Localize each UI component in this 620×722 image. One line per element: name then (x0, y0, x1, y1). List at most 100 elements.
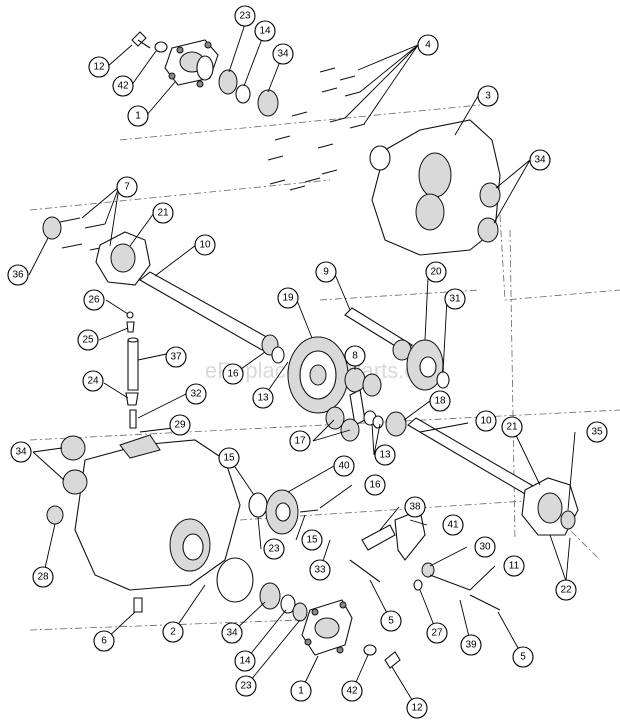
callout-34[interactable]: 34 (529, 149, 551, 171)
callout-5[interactable]: 5 (380, 610, 402, 632)
callout-27[interactable]: 27 (426, 622, 448, 644)
callout-15[interactable]: 15 (301, 529, 323, 551)
svg-text:42: 42 (117, 81, 129, 92)
callout-16[interactable]: 16 (364, 474, 386, 496)
callout-14[interactable]: 14 (234, 650, 256, 672)
callout-5[interactable]: 5 (512, 646, 534, 668)
callout-24[interactable]: 24 (82, 370, 104, 392)
callout-35[interactable]: 35 (586, 421, 608, 443)
callout-31[interactable]: 31 (444, 288, 466, 310)
callout-42[interactable]: 42 (341, 680, 363, 702)
callout-8[interactable]: 8 (344, 345, 366, 367)
callout-3[interactable]: 3 (477, 85, 499, 107)
shaft-15 (299, 509, 319, 513)
callout-1[interactable]: 1 (127, 105, 149, 127)
callout-1[interactable]: 1 (290, 680, 312, 702)
svg-text:9: 9 (323, 267, 329, 278)
callout-37[interactable]: 37 (165, 346, 187, 368)
svg-text:16: 16 (369, 480, 381, 491)
svg-text:17: 17 (294, 436, 306, 447)
callout-34[interactable]: 34 (10, 441, 32, 463)
callout-34[interactable]: 34 (221, 622, 243, 644)
callout-32[interactable]: 32 (185, 383, 207, 405)
callout-23[interactable]: 23 (263, 538, 285, 560)
svg-text:4: 4 (425, 40, 431, 51)
callout-29[interactable]: 29 (169, 414, 191, 436)
callout-34[interactable]: 34 (272, 43, 294, 65)
drain-plug-6 (133, 597, 143, 613)
callout-21[interactable]: 21 (152, 202, 174, 224)
callout-9[interactable]: 9 (315, 261, 337, 283)
callout-30[interactable]: 30 (474, 536, 496, 558)
leader-lines (28, 23, 576, 709)
plug-28 (46, 505, 64, 525)
callout-7[interactable]: 7 (116, 176, 138, 198)
callout-42[interactable]: 42 (112, 75, 134, 97)
svg-text:5: 5 (520, 652, 526, 663)
seal-lower (292, 602, 308, 622)
bearing-right-lower (477, 217, 499, 243)
callout-28[interactable]: 28 (32, 566, 54, 588)
callout-14[interactable]: 14 (254, 20, 276, 42)
callout-21[interactable]: 21 (501, 416, 523, 438)
spider-gears (325, 367, 407, 442)
callout-19[interactable]: 19 (277, 287, 299, 309)
svg-text:42: 42 (346, 686, 358, 697)
callout-11[interactable]: 11 (503, 555, 525, 577)
svg-text:3: 3 (485, 91, 491, 102)
callout-41[interactable]: 41 (442, 514, 464, 536)
svg-text:25: 25 (82, 335, 94, 346)
callout-12[interactable]: 12 (88, 56, 110, 78)
callout-20[interactable]: 20 (425, 261, 447, 283)
callout-22[interactable]: 22 (555, 579, 577, 601)
bolt-set (267, 67, 366, 191)
callout-25[interactable]: 25 (77, 329, 99, 351)
svg-text:23: 23 (239, 11, 251, 22)
svg-text:22: 22 (560, 585, 572, 596)
callout-13[interactable]: 13 (252, 387, 274, 409)
seal-top (218, 69, 238, 95)
svg-text:1: 1 (298, 686, 304, 697)
callout-17[interactable]: 17 (289, 430, 311, 452)
callout-16[interactable]: 16 (222, 363, 244, 385)
callout-4[interactable]: 4 (417, 34, 439, 56)
callout-12[interactable]: 12 (406, 697, 428, 719)
callout-23[interactable]: 23 (235, 675, 257, 697)
callout-26[interactable]: 26 (83, 289, 105, 311)
svg-text:8: 8 (352, 351, 358, 362)
svg-text:38: 38 (409, 502, 421, 513)
washer-31 (436, 371, 450, 389)
differential-case-left (95, 231, 151, 286)
axle-shaft-upper (139, 271, 285, 364)
shift-pin-stack (125, 311, 139, 429)
callout-23[interactable]: 23 (234, 5, 256, 27)
callout-15[interactable]: 15 (218, 447, 240, 469)
svg-text:27: 27 (431, 628, 443, 639)
svg-text:39: 39 (465, 640, 477, 651)
svg-text:5: 5 (388, 616, 394, 627)
main-transaxle-case (74, 434, 254, 603)
axle-hub-bottom (301, 599, 353, 656)
callout-6[interactable]: 6 (93, 630, 115, 652)
svg-text:16: 16 (227, 369, 239, 380)
callout-40[interactable]: 40 (333, 455, 355, 477)
callout-10[interactable]: 10 (475, 410, 497, 432)
svg-text:19: 19 (282, 293, 294, 304)
seal-left-upper (60, 435, 86, 461)
svg-text:2: 2 (170, 627, 176, 638)
ring-gear (287, 336, 349, 414)
callout-10[interactable]: 10 (194, 234, 216, 256)
callout-33[interactable]: 33 (309, 559, 331, 581)
snap-ring-top (235, 84, 251, 104)
callout-38[interactable]: 38 (404, 496, 426, 518)
svg-text:1: 1 (135, 111, 141, 122)
washer-bottom (363, 644, 377, 656)
svg-text:11: 11 (509, 561, 520, 572)
callout-18[interactable]: 18 (429, 390, 451, 412)
callout-13[interactable]: 13 (374, 444, 396, 466)
callout-2[interactable]: 2 (162, 621, 184, 643)
callout-36[interactable]: 36 (7, 264, 29, 286)
shift-assembly (349, 509, 501, 611)
callout-39[interactable]: 39 (460, 634, 482, 656)
svg-text:14: 14 (259, 26, 271, 37)
